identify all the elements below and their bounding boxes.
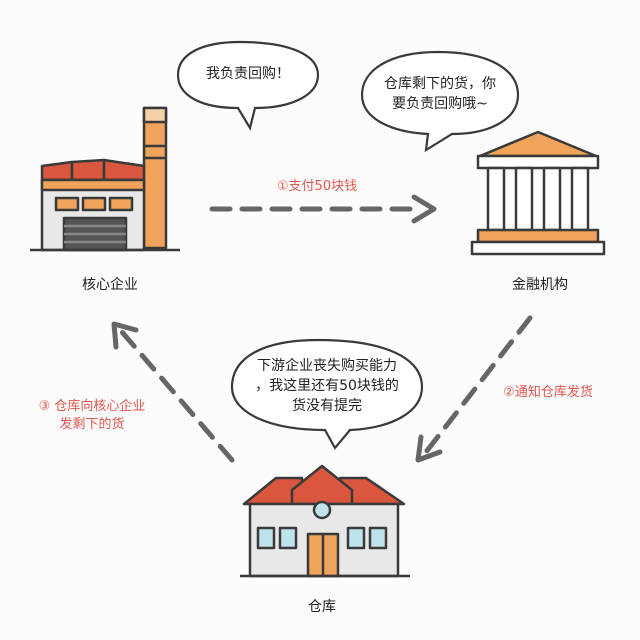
- arrow-bank-to-warehouse: [415, 315, 533, 463]
- warehouse-icon: [240, 464, 410, 578]
- bubble-enterprise: [176, 40, 320, 131]
- factory-icon: [30, 106, 180, 252]
- step1-label: ①支付50块钱: [276, 179, 358, 194]
- bubble-enterprise-text: 我负责回购！: [206, 66, 290, 82]
- bank-label: 金融机构: [512, 277, 568, 293]
- bank-icon: [470, 130, 606, 256]
- arrow-warehouse-to-enterprise: [111, 321, 235, 463]
- bubble-warehouse-text: 下游企业丧失购买能力 ，我这里还有50块钱的 货没有提完: [255, 358, 399, 414]
- bubble-bank: [360, 50, 520, 153]
- arrow-enterprise-to-bank: [209, 194, 437, 224]
- step3-label: ③ 仓库向核心企业 发剩下的货: [38, 399, 146, 432]
- warehouse-label: 仓库: [308, 599, 336, 615]
- bubble-bank-text: 仓库剩下的货，你 要负责回购哦~: [384, 76, 496, 112]
- step2-label: ②通知仓库发货: [503, 385, 593, 400]
- bubble-warehouse: [230, 338, 424, 450]
- enterprise-label: 核心企业: [82, 277, 138, 293]
